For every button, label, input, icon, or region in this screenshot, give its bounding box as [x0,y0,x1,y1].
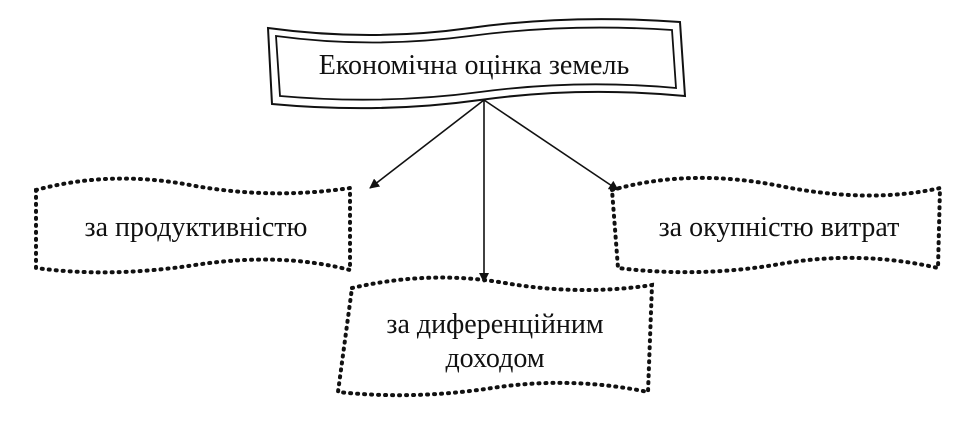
arrow-to-right [483,99,619,191]
root-node-shape [266,18,687,110]
arrow-to-left [369,99,485,189]
middle-node-label: за диференційним доходом [340,308,650,376]
middle-node-label-line2: доходом [445,343,545,374]
middle-node-label-line1: за диференційним [386,309,604,340]
left-node-shape [34,176,352,275]
right-node-shape [609,175,943,275]
root-node-label: Економічна оцінка земель [318,50,630,81]
left-node-label: за продуктивністю [84,212,308,243]
right-node-label: за окупністю витрат [658,212,900,243]
middle-node-shape [335,275,655,398]
